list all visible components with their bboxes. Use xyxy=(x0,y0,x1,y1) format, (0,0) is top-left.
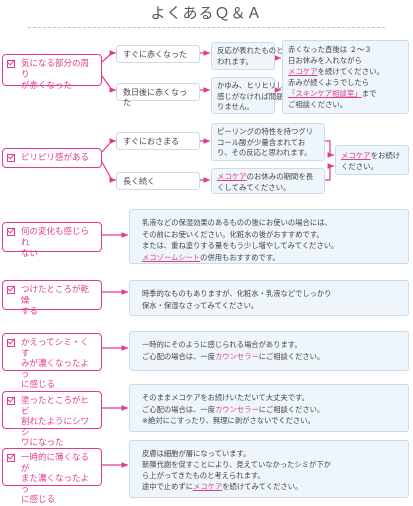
title-divider xyxy=(28,27,385,28)
checkbox-check-icon xyxy=(7,228,15,236)
q2-arrow-b-icon xyxy=(101,161,116,183)
q7-answer: 皮膚は細胞が層になっています。 新陳代謝を促すことにより、見えていなかったシミが… xyxy=(129,440,409,498)
q4-answer: 時季的なものもありますが、化粧水・乳液などでしっかり 保水・保湿なさってみてくだ… xyxy=(129,280,409,316)
q1-final-advice: 赤くなった直後は ２〜３ 日お休みを入れながら メコケアを続けてください。 赤み… xyxy=(282,40,409,114)
mecocare-link[interactable]: メコケア xyxy=(288,67,318,76)
q3-question: 何の変化も感じられ ない xyxy=(2,222,102,259)
q1-question: 気になる部分の周り が赤くなった xyxy=(2,54,102,91)
q2-branch-b-label: 長く続く xyxy=(116,172,200,190)
q1-branch-a-label: すぐに赤くなった xyxy=(116,45,200,63)
counselor-link[interactable]: カウンセラー xyxy=(214,404,259,414)
q3-answer: 乳液などの保湿効果のあるものの後にお使いの場合には、 その前にお使いください。化… xyxy=(129,209,409,264)
q7-question: 一時的に薄くなるが また濃くなったよう に感じる xyxy=(2,448,102,505)
skincare-consult-link[interactable]: 「スキンケア相談室」 xyxy=(288,89,362,98)
q2-arrow-d-icon xyxy=(324,163,334,181)
q2-question: ピリピリ感がある xyxy=(2,148,102,168)
q5-answer: 一時的にそのように感じられる場合があります。 ご心配の場合は、一度カウンセラーに… xyxy=(129,331,409,371)
q4-question: つけたところが乾燥 する xyxy=(2,280,102,317)
q2-arrow-c-icon xyxy=(324,140,334,158)
page-title: よくあるＱ＆Ａ xyxy=(150,4,263,22)
checkbox-check-icon xyxy=(7,154,15,162)
checkbox-check-icon xyxy=(7,397,15,405)
checkbox-check-icon xyxy=(7,60,15,68)
q1-answer-a: 反応が表れたものと思 われます。 xyxy=(211,42,291,70)
q1-arrow-b-icon xyxy=(101,75,116,93)
q2-final-advice: メコケアをお続け ください。 xyxy=(335,145,409,175)
q2-branch-a-label: すぐにおさまる xyxy=(116,132,200,150)
checkbox-check-icon xyxy=(7,286,15,294)
q1-answer-b: かゆみ、ヒリヒリした 感じがなければ問題あ りません。 xyxy=(211,77,291,114)
q2-answer-a: ピーリングの特性を持つグリ コール酸が少量含まれてお り、その反応と思われます。 xyxy=(211,123,325,161)
mecocare-link[interactable]: メコケア xyxy=(217,172,247,181)
mecozome-sheet-link[interactable]: メコゾームシート xyxy=(142,252,201,262)
counselor-link[interactable]: カウンセラー xyxy=(214,351,259,361)
checkbox-check-icon xyxy=(7,339,15,347)
mecocare-link[interactable]: メコケア xyxy=(341,151,371,160)
q1-arrow-a-icon xyxy=(101,50,116,63)
q2-answer-b: メコケアのお休みの期間を長 くしてみてください。 xyxy=(211,168,325,194)
q5-question: かえってシミ・くす みが濃くなったよう に感じる xyxy=(2,333,102,390)
q6-question: 塗ったところがヒビ 割れたようにシワシ ワになった xyxy=(2,391,102,448)
checkbox-check-icon xyxy=(7,454,15,462)
q6-answer: そのままメコケアをお続けいただいて大丈夫です。 ご心配の場合は、一度カウンセラー… xyxy=(129,384,409,432)
q1-branch-b-label: 数日後に赤くなった xyxy=(116,83,200,107)
mecocare-link[interactable]: メコケア xyxy=(193,482,223,491)
q2-arrow-a-icon xyxy=(101,138,116,153)
